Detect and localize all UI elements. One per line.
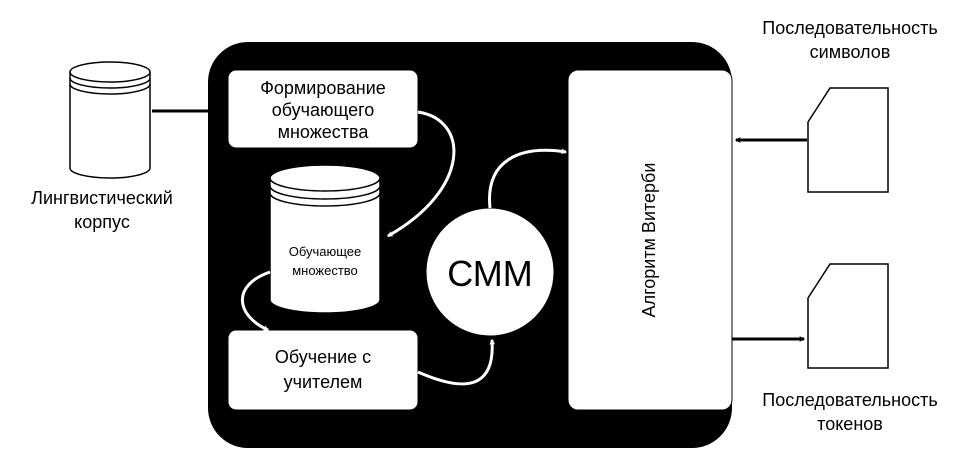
training-set-label-line2: множество — [292, 263, 358, 278]
corpus-label-line2: корпус — [74, 212, 130, 232]
learning-label-line1: Обучение с — [275, 347, 371, 367]
hmm-to-viterbi-arrow — [488, 148, 568, 209]
output-sequence-document-icon — [807, 263, 889, 369]
training-set-database-icon — [269, 164, 381, 314]
formation-label-line2: обучающего — [272, 100, 375, 120]
output-sequence-label-line1: Последовательность — [762, 390, 937, 410]
training-set-to-learning-arrow — [241, 270, 271, 332]
input-sequence-document-icon — [807, 87, 889, 193]
formation-label-line3: множества — [278, 122, 370, 142]
input-sequence-label-line1: Последовательность — [762, 18, 937, 38]
input-sequence-label-line2: символов — [810, 42, 891, 62]
corpus-label-line1: Лингвистический — [31, 188, 173, 208]
supervised-learning-box — [227, 329, 419, 411]
formation-to-training-set-arrow — [386, 110, 456, 238]
learning-label-line2: учителем — [284, 372, 363, 392]
output-sequence-label-line2: токенов — [817, 414, 883, 434]
viterbi-box — [567, 69, 733, 411]
corpus-database-icon — [69, 61, 151, 179]
formation-label-line1: Формирование — [260, 78, 386, 98]
viterbi-label: Алгоритм Витерби — [639, 163, 659, 318]
training-set-label-line1: Обучающее — [289, 244, 362, 259]
training-set-formation-box — [227, 69, 419, 149]
hmm-model-label: СММ — [447, 253, 533, 294]
learning-to-hmm-arrow — [417, 338, 496, 386]
